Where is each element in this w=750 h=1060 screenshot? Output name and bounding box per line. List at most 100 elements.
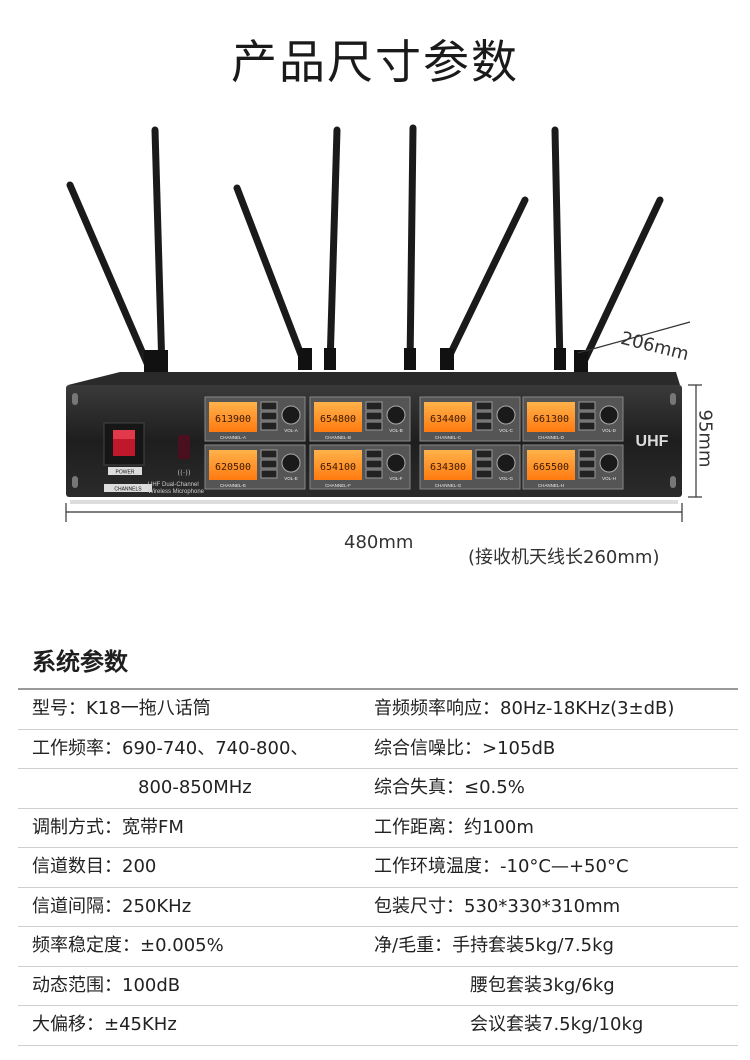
volume-knob <box>599 405 619 425</box>
spec-label: 频率稳定度： <box>32 935 140 956</box>
channel-label: CHANNEL-C <box>435 435 462 440</box>
spec-value: 80Hz-18KHz(3±dB) <box>500 698 675 719</box>
channel-button <box>578 401 596 411</box>
page-title: 产品尺寸参数 <box>231 35 519 89</box>
channel-button <box>475 469 493 479</box>
spec-value: 会议套装7.5kg/10kg <box>470 1014 644 1035</box>
spec-value: >105dB <box>482 737 556 759</box>
frequency-readout: 613900 <box>215 414 251 425</box>
spec-row: 型号：K18一拖八话筒音频频率响应：80Hz-18KHz(3±dB) <box>18 688 738 730</box>
frequency-readout: 654100 <box>320 462 356 473</box>
volume-label: VOL-F <box>389 476 403 481</box>
channel-button <box>578 411 596 421</box>
spec-label: 信道数目： <box>32 856 122 877</box>
volume-knob <box>281 453 301 473</box>
dimension-lines <box>65 321 702 522</box>
volume-label: VOL-B <box>389 428 403 433</box>
spec-value: ≤0.5% <box>464 777 525 798</box>
receiver-illustration: POWER CHANNELS ((·)) UHF Dual-Channel Wi… <box>0 110 750 600</box>
channel-label: CHANNEL-H <box>538 483 564 488</box>
volume-knob <box>496 405 516 425</box>
channel-button <box>260 401 278 411</box>
volume-knob <box>386 453 406 473</box>
frequency-readout: 665500 <box>533 462 569 473</box>
spec-label: 净/毛重： <box>374 935 453 956</box>
spec-value: 100dB <box>122 974 181 996</box>
channel-label: CHANNEL-F <box>325 483 351 488</box>
antenna-8 <box>576 196 664 374</box>
channel-button <box>475 421 493 431</box>
antenna-7 <box>551 126 564 369</box>
frequency-readout: 620500 <box>215 462 251 473</box>
spec-label: 大偏移： <box>32 1014 104 1035</box>
ir-sensor <box>178 435 190 459</box>
spec-row: 信道数目：200 工作环境温度：-10°C—+50°C <box>18 848 738 888</box>
volume-label: VOL-A <box>284 428 298 433</box>
channel-button <box>365 421 383 431</box>
channel-button <box>365 469 383 479</box>
channel-button <box>475 449 493 459</box>
svg-text:((·)): ((·)) <box>177 469 190 477</box>
volume-knob <box>496 453 516 473</box>
uhf-logo: UHF <box>636 433 669 450</box>
channel-label: CHANNEL-D <box>538 435 565 440</box>
lcd-display <box>314 450 362 480</box>
spec-value: 690-740、740-800、 <box>122 737 309 759</box>
frequency-readout: 654800 <box>320 414 356 425</box>
lcd-display <box>424 402 472 432</box>
spec-value: K18一拖八话筒 <box>86 698 211 719</box>
antenna-1 <box>66 181 154 374</box>
system-params-heading: 系统参数 <box>32 648 128 676</box>
spec-label: 调制方式： <box>32 816 122 838</box>
brand-line-1: UHF Dual-Channel <box>148 482 199 488</box>
channel-button <box>578 469 596 479</box>
channels-label: CHANNELS <box>114 487 142 493</box>
spec-label: 工作距离： <box>374 816 464 838</box>
lcd-display <box>424 450 472 480</box>
receiver-drawing: POWER CHANNELS ((·)) UHF Dual-Channel Wi… <box>65 124 702 522</box>
frequency-readout: 634400 <box>430 414 466 425</box>
spec-label: 信道间隔： <box>32 895 122 917</box>
channel-button <box>578 421 596 431</box>
channel-label: CHANNEL-G <box>435 483 462 488</box>
spec-value: 约100m <box>464 816 534 838</box>
channel-button <box>260 411 278 421</box>
volume-label: VOL-D <box>602 428 617 433</box>
spec-value: 腰包套装3kg/6kg <box>470 974 615 996</box>
channel-button <box>475 459 493 469</box>
antenna-4 <box>326 126 341 369</box>
antenna-length-note: (接收机天线长260mm) <box>468 547 660 568</box>
antenna-3 <box>233 184 309 369</box>
volume-label: VOL-G <box>499 476 514 481</box>
antennas <box>66 124 664 374</box>
antenna-5 <box>406 124 417 369</box>
antenna-6 <box>441 196 529 369</box>
frequency-readout: 634300 <box>430 462 466 473</box>
spec-label: 工作环境温度： <box>374 856 500 877</box>
channel-button <box>260 469 278 479</box>
spec-label: 包装尺寸： <box>374 895 464 917</box>
channel-button <box>578 459 596 469</box>
volume-label: VOL-H <box>602 476 616 481</box>
front-panel: POWER CHANNELS ((·)) UHF Dual-Channel Wi… <box>66 385 682 497</box>
spec-value: ±45KHz <box>104 1014 177 1035</box>
antenna-2 <box>151 126 166 374</box>
brand-line-2: Wireless Microphone <box>148 489 205 495</box>
spec-value: 手持套装5kg/7.5kg <box>452 935 614 956</box>
spec-row: 大偏移：±45KHz 会议套装7.5kg/10kg <box>18 1006 738 1046</box>
spec-value: 800-850MHz <box>138 777 252 798</box>
spec-value: 200 <box>122 856 157 877</box>
spec-row: 频率稳定度：±0.005%净/毛重：手持套装5kg/7.5kg <box>18 927 738 967</box>
channel-button <box>475 411 493 421</box>
lcd-display <box>527 450 575 480</box>
volume-label: VOL-E <box>284 476 298 481</box>
channel-label: CHANNEL-A <box>220 435 246 440</box>
spec-value: -10°C—+50°C <box>500 856 629 877</box>
